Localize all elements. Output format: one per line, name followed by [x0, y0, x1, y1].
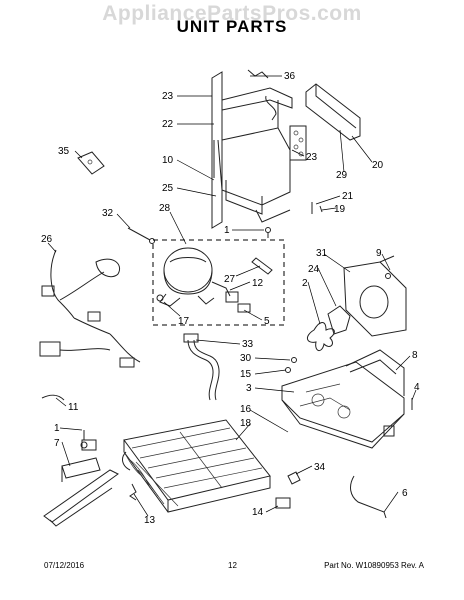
callout-8: 8 — [412, 350, 418, 361]
callout-33: 33 — [242, 339, 254, 350]
drip-pan — [43, 469, 119, 527]
condenser-coil — [122, 419, 271, 513]
fan-shroud — [343, 255, 407, 337]
callout-19: 19 — [334, 204, 346, 215]
leader-lines — [47, 75, 417, 517]
part-7-bracket — [61, 439, 101, 482]
footer-page: 12 — [228, 561, 237, 570]
callout-27: 27 — [224, 274, 236, 285]
compressor-assembly-box — [152, 239, 285, 326]
part-20-bracket — [305, 83, 361, 141]
callout-30: 30 — [240, 353, 252, 364]
callout-4: 4 — [414, 382, 420, 393]
page-title: UNIT PARTS — [176, 17, 288, 36]
callout-1: 1 — [224, 225, 230, 236]
callout-26: 26 — [41, 234, 53, 245]
part-13-clip — [129, 483, 137, 501]
callout-12: 12 — [252, 278, 264, 289]
condenser-frame — [211, 69, 307, 229]
callout-7: 7 — [54, 438, 60, 449]
callout-5: 5 — [264, 316, 270, 327]
callout-15: 15 — [240, 369, 252, 380]
callout-31: 31 — [316, 248, 328, 259]
callout-11: 11 — [68, 402, 79, 413]
part-30-screw — [291, 357, 297, 363]
callout-14: 14 — [252, 507, 264, 518]
footer-part-number: Part No. W10890953 Rev. A — [324, 561, 424, 570]
callout-32: 32 — [102, 208, 114, 219]
fan-motor — [327, 305, 351, 335]
callout-labels: 36 23 22 10 25 28 1 27 12 17 5 35 32 26 … — [41, 71, 420, 526]
callout-22: 22 — [162, 119, 174, 130]
callout-2: 2 — [302, 278, 308, 289]
part-11-clip — [41, 394, 65, 401]
part-35-plate — [77, 151, 105, 175]
callout-3: 3 — [246, 383, 252, 394]
callout-28: 28 — [159, 203, 171, 214]
wiring-harness-26 — [39, 249, 141, 368]
condenser-fan-blade — [307, 322, 335, 351]
callout-34: 34 — [314, 462, 326, 473]
callout-9: 9 — [376, 248, 382, 259]
part-15-screw — [285, 367, 291, 373]
callout-23: 23 — [162, 91, 174, 102]
part-19-screw — [319, 205, 323, 213]
part-6-wire — [350, 475, 387, 519]
callout-35: 35 — [58, 146, 70, 157]
base-plate — [281, 349, 405, 449]
callout-18: 18 — [240, 418, 252, 429]
callout-16: 16 — [240, 404, 252, 415]
callout-10: 10 — [162, 155, 174, 166]
watermark: AppliancePartsPros.com — [102, 2, 362, 25]
footer-date: 07/12/2016 — [44, 561, 85, 570]
callout-17: 17 — [178, 316, 190, 327]
compressor — [156, 227, 273, 313]
drain-tube-33 — [183, 333, 220, 401]
part-32-screw — [127, 227, 155, 244]
callout-21: 21 — [342, 191, 354, 202]
callout-36: 36 — [284, 71, 296, 82]
part-14-part — [275, 497, 291, 509]
callout-24: 24 — [308, 264, 320, 275]
callout-25: 25 — [162, 183, 174, 194]
callout-1-lower: 1 — [54, 423, 60, 434]
callout-23-right: 23 — [306, 152, 318, 163]
callout-13: 13 — [144, 515, 156, 526]
part-34-clip — [287, 471, 301, 485]
callout-29: 29 — [336, 170, 348, 181]
callout-6: 6 — [402, 488, 408, 499]
part-9-screw — [385, 273, 391, 279]
callout-20: 20 — [372, 160, 384, 171]
